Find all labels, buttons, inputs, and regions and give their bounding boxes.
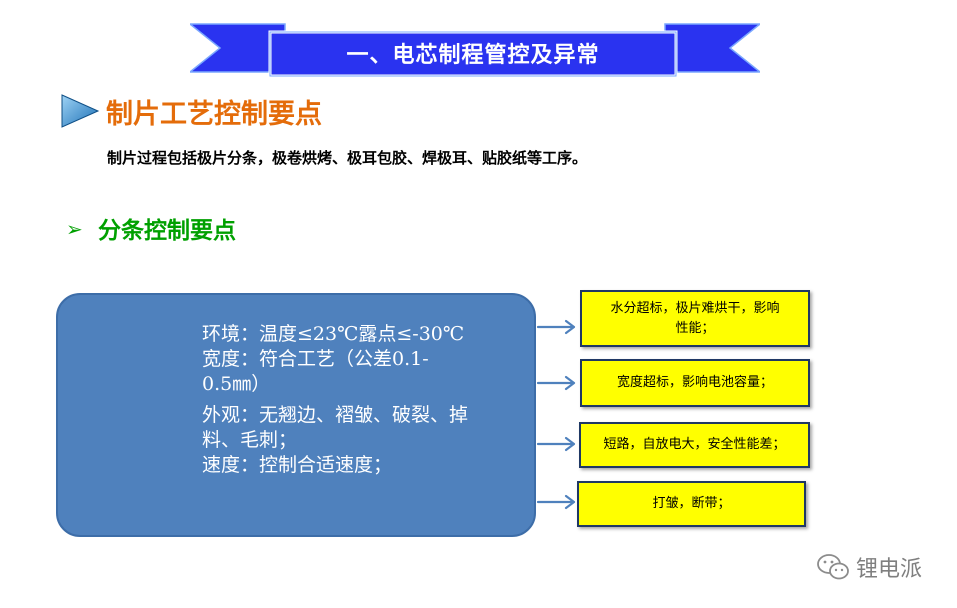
arrow-2 <box>536 375 576 391</box>
consequence-text: 宽度超标，影响电池容量； <box>616 375 773 390</box>
consequence-box-moisture: 水分超标，极片难烘干，影响 性能； <box>580 290 810 347</box>
bullet-arrow-icon: ➢ <box>66 217 83 241</box>
consequence-box-width: 宽度超标，影响电池容量； <box>580 359 810 407</box>
arrow-3 <box>536 436 576 452</box>
control-line-appearance-cont: 料、毛刺； <box>202 429 298 451</box>
consequence-box-speed: 打皱，断带； <box>577 481 806 527</box>
consequence-text: 性能； <box>675 320 715 336</box>
wechat-icon <box>817 554 849 580</box>
ribbon-title: 一、电芯制程管控及异常 <box>346 43 600 68</box>
sub-title: 分条控制要点 <box>98 218 236 244</box>
control-line-appearance: 外观：无翘边、褶皱、破裂、掉 <box>202 404 469 426</box>
consequence-text: 水分超标，极片难烘干，影响 <box>610 300 780 316</box>
control-line-width-cont: 0.5㎜） <box>202 373 271 395</box>
control-line-width: 宽度：符合工艺（公差0.1- <box>202 348 429 370</box>
intro-text: 制片过程包括极片分条，极卷烘烤、极耳包胶、焊极耳、贴胶纸等工序。 <box>107 149 588 167</box>
arrow-4 <box>536 494 576 510</box>
arrow-1 <box>536 319 576 335</box>
control-line-speed: 速度：控制合适速度； <box>202 454 393 476</box>
connector-arrows <box>536 319 576 510</box>
control-line-environment: 环境：温度≤23℃露点≤-30℃ <box>202 323 465 345</box>
consequence-text: 短路，自放电大，安全性能差； <box>603 437 786 452</box>
play-triangle-icon <box>61 94 100 128</box>
consequence-box-appearance: 短路，自放电大，安全性能差； <box>579 422 810 468</box>
control-points-text: 环境：温度≤23℃露点≤-30℃ 宽度：符合工艺（公差0.1- 0.5㎜） 外观… <box>202 322 532 478</box>
section-title: 制片工艺控制要点 <box>106 99 322 130</box>
title-ribbon <box>190 23 760 78</box>
consequence-text: 打皱，断带； <box>652 496 731 511</box>
watermark-text: 锂电派 <box>856 557 923 582</box>
control-points-box <box>56 293 536 537</box>
